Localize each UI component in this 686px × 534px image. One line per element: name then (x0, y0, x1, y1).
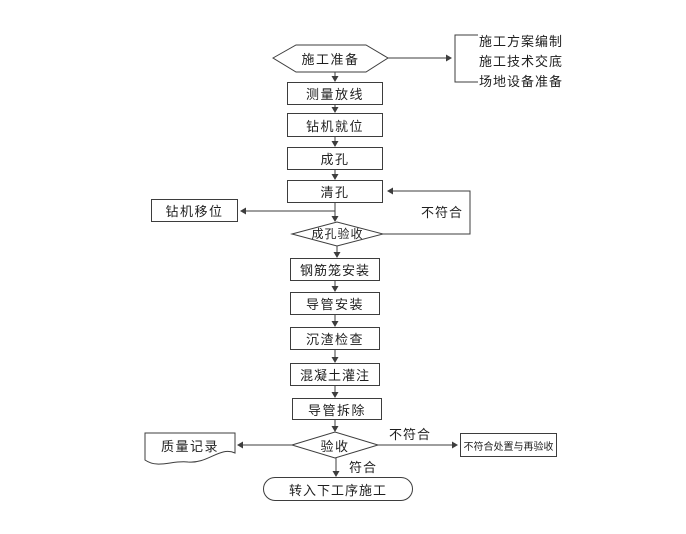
node-survey-label: 测量放线 (305, 88, 364, 103)
node-survey: 测量放线 (287, 82, 383, 105)
node-acceptance-label: 验收 (320, 439, 350, 455)
node-concrete-pouring: 混凝土灌注 (290, 363, 380, 386)
edge-label-conform: 符合 (349, 461, 378, 476)
node-hole-forming-label: 成孔 (320, 153, 350, 168)
node-rig-shift: 钻机移位 (151, 199, 238, 222)
node-quality-record-label: 质量记录 (160, 439, 219, 455)
node-sediment-check: 沉渣检查 (290, 327, 380, 350)
arrowheads (237, 54, 458, 477)
node-tremie-removal: 导管拆除 (292, 398, 382, 420)
node-prep-label: 施工准备 (301, 53, 360, 68)
node-rig-shift-label: 钻机移位 (165, 205, 224, 220)
node-nonconformity-handling: 不符合处置与再验收 (460, 433, 557, 457)
node-hole-cleaning-label: 清孔 (320, 186, 350, 201)
node-tremie-removal-label: 导管拆除 (307, 403, 366, 419)
node-tremie-install: 导管安装 (290, 292, 380, 315)
node-hole-acceptance: 成孔验收 (292, 221, 383, 246)
node-nonconformity-handling-label: 不符合处置与再验收 (463, 441, 554, 453)
edge-label-acceptance-nonconform: 不符合 (389, 428, 432, 443)
node-rig-in-place: 钻机就位 (287, 113, 383, 137)
quality-record-document-shape (144, 432, 236, 465)
node-quality-record: 质量记录 (145, 433, 235, 457)
edge-label-loop-nonconform: 不符合 (421, 206, 464, 221)
prep-tasks-bracket (454, 34, 478, 83)
node-sediment-check-label: 沉渣检查 (305, 333, 364, 348)
node-next-process: 转入下工序施工 (263, 477, 413, 501)
node-tremie-install-label: 导管安装 (305, 298, 364, 313)
node-hole-cleaning: 清孔 (287, 180, 383, 203)
node-hole-acceptance-label: 成孔验收 (311, 227, 364, 241)
node-next-process-label: 转入下工序施工 (288, 483, 387, 499)
node-prep: 施工准备 (273, 45, 388, 72)
prep-task-item: 场地设备准备 (479, 75, 564, 90)
node-hole-forming: 成孔 (287, 147, 383, 170)
node-rebar-cage-install-label: 钢筋笼安装 (299, 264, 370, 279)
prep-tasks-list: 施工方案编制 施工技术交底 场地设备准备 (479, 33, 563, 93)
node-rebar-cage-install: 钢筋笼安装 (290, 258, 380, 281)
node-concrete-pouring-label: 混凝土灌注 (299, 369, 370, 384)
prep-task-item: 施工方案编制 (479, 35, 564, 50)
node-acceptance: 验收 (292, 432, 378, 458)
prep-task-item: 施工技术交底 (479, 55, 564, 70)
node-rig-in-place-label: 钻机就位 (305, 119, 364, 135)
